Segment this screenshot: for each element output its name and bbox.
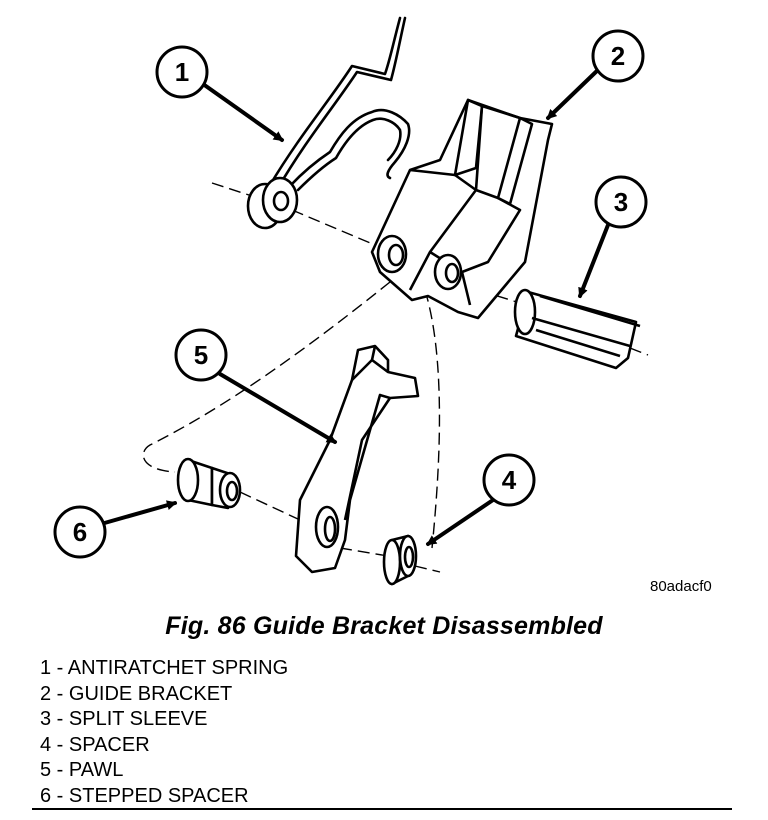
- legend-item: 2 - GUIDE BRACKET: [40, 682, 233, 705]
- callout-bubble-6: 6: [53, 505, 107, 559]
- bottom-rule: [32, 808, 732, 810]
- figure-caption: Fig. 86 Guide Bracket Disassembled: [165, 612, 603, 640]
- callout-number: 6: [73, 517, 87, 547]
- callout-number: 4: [502, 465, 517, 495]
- legend-item: 1 - ANTIRATCHET SPRING: [40, 657, 289, 679]
- callout-number: 1: [175, 57, 189, 87]
- legend-item: 6 - STEPPED SPACER: [40, 784, 249, 807]
- callout-bubble-3: 3: [594, 175, 648, 229]
- antiratchet-spring: [246, 16, 411, 230]
- callout-bubble-5: 5: [174, 328, 228, 382]
- callout-number: 2: [611, 41, 625, 71]
- callout-leaders: [99, 65, 610, 546]
- callout-bubble-1: 1: [155, 45, 209, 99]
- legend-item: 3 - SPLIT SLEEVE: [40, 708, 208, 730]
- callout-number: 3: [614, 187, 628, 217]
- legend-item: 5 - PAWL: [40, 759, 124, 781]
- exploded-parts-diagram: 1 2 3 4 5 6: [53, 16, 649, 586]
- callout-bubble-2: 2: [591, 29, 645, 83]
- guide-bracket: [370, 98, 554, 320]
- pawl: [294, 344, 420, 574]
- figure-code: 80adacf0: [650, 578, 712, 595]
- split-sleeve: [513, 288, 641, 370]
- spacer: [382, 534, 418, 586]
- parts-legend: 1 - ANTIRATCHET SPRING 2 - GUIDE BRACKET…: [40, 656, 288, 809]
- callout-number: 5: [194, 340, 208, 370]
- stepped-spacer: [176, 457, 242, 510]
- legend-item: 4 - SPACER: [40, 733, 150, 756]
- callout-bubble-4: 4: [482, 453, 536, 507]
